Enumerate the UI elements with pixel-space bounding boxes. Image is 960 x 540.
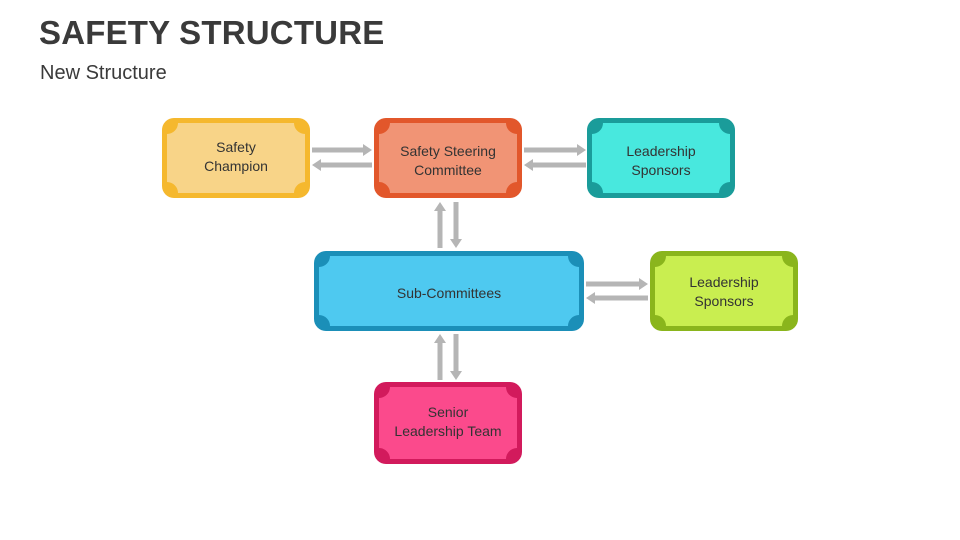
arrow-shape xyxy=(312,159,372,171)
arrow-shape xyxy=(586,292,648,304)
node-fill xyxy=(379,123,517,193)
page-subtitle: New Structure xyxy=(40,62,167,84)
node-sub-committees: Sub-Committees xyxy=(314,251,584,331)
node-label-line1: Leadership xyxy=(689,274,758,290)
node-label-line2: Leadership Team xyxy=(394,423,501,439)
arrow-senior-to-sub xyxy=(434,334,446,380)
node-fill xyxy=(167,123,305,193)
node-leadership-sponsors-top: Leadership Sponsors xyxy=(587,118,735,198)
arrow-sponsors-to-sub xyxy=(586,292,648,304)
arrow-shape xyxy=(586,278,648,290)
node-label-line1: Safety xyxy=(216,139,256,155)
node-senior-leadership-team: Senior Leadership Team xyxy=(374,382,522,464)
node-label-line2: Committee xyxy=(414,162,482,178)
arrow-steering-to-champion xyxy=(312,159,372,171)
node-fill xyxy=(379,387,517,459)
page-title: SAFETY STRUCTURE xyxy=(39,14,385,51)
connector-arrows xyxy=(312,144,648,380)
node-label-line1: Leadership xyxy=(626,143,695,159)
arrow-shape xyxy=(524,144,586,156)
node-label-line1: Safety Steering xyxy=(400,143,496,159)
node-safety-champion: Safety Champion xyxy=(162,118,310,198)
arrow-shape xyxy=(434,334,446,380)
node-label-line1: Sub-Committees xyxy=(397,285,501,301)
node-label-line2: Champion xyxy=(204,158,268,174)
arrow-sub-to-steering xyxy=(434,202,446,248)
arrow-shape xyxy=(434,202,446,248)
node-fill xyxy=(319,256,579,326)
arrow-shape xyxy=(312,144,372,156)
node-safety-steering-committee: Safety Steering Committee xyxy=(374,118,522,198)
arrow-shape xyxy=(450,334,462,380)
arrow-sub-to-senior xyxy=(450,334,462,380)
node-fill xyxy=(592,123,730,193)
node-label-line1: Senior xyxy=(428,404,469,420)
node-fill xyxy=(655,256,793,326)
arrow-sub-to-sponsors xyxy=(586,278,648,290)
arrow-steering-to-sponsors xyxy=(524,144,586,156)
arrow-steering-to-sub xyxy=(450,202,462,248)
arrow-sponsors-to-steering xyxy=(524,159,586,171)
node-leadership-sponsors-mid: Leadership Sponsors xyxy=(650,251,798,331)
node-label-line2: Sponsors xyxy=(694,293,753,309)
arrow-shape xyxy=(524,159,586,171)
arrow-shape xyxy=(450,202,462,248)
arrow-champion-to-steering xyxy=(312,144,372,156)
node-label-line2: Sponsors xyxy=(631,162,690,178)
